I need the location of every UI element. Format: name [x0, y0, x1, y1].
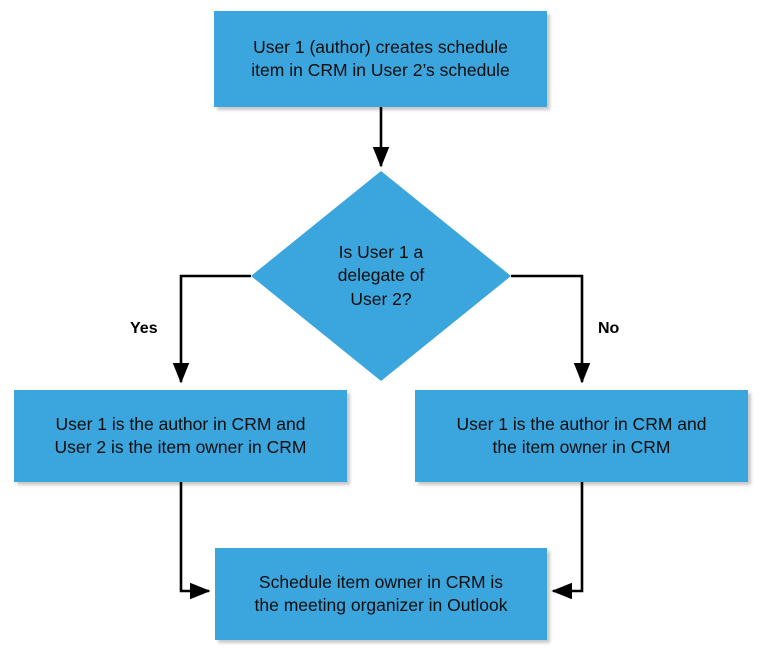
connector-decision-to-no	[511, 274, 591, 384]
diamond-shape	[251, 171, 511, 381]
connector-yes-to-end	[179, 482, 211, 600]
node-start[interactable]: User 1 (author) creates schedule item in…	[214, 11, 547, 107]
node-decision[interactable]: Is User 1 a delegate of User 2?	[251, 171, 511, 381]
connector-no-to-end	[551, 482, 584, 600]
node-no-branch-label: User 1 is the author in CRM and the item…	[456, 413, 707, 457]
node-end[interactable]: Schedule item owner in CRM is the meetin…	[215, 548, 547, 640]
node-yes-branch[interactable]: User 1 is the author in CRM and User 2 i…	[14, 390, 347, 482]
connector-decision-to-yes	[172, 274, 251, 384]
node-end-label: Schedule item owner in CRM is the meetin…	[254, 571, 508, 615]
edge-label-yes: Yes	[130, 320, 158, 337]
node-decision-label: Is User 1 a delegate of User 2?	[337, 242, 425, 309]
node-yes-branch-label: User 1 is the author in CRM and User 2 i…	[54, 413, 307, 457]
edge-label-no: No	[598, 320, 620, 337]
node-no-branch[interactable]: User 1 is the author in CRM and the item…	[415, 390, 748, 482]
node-start-label: User 1 (author) creates schedule item in…	[251, 36, 510, 80]
